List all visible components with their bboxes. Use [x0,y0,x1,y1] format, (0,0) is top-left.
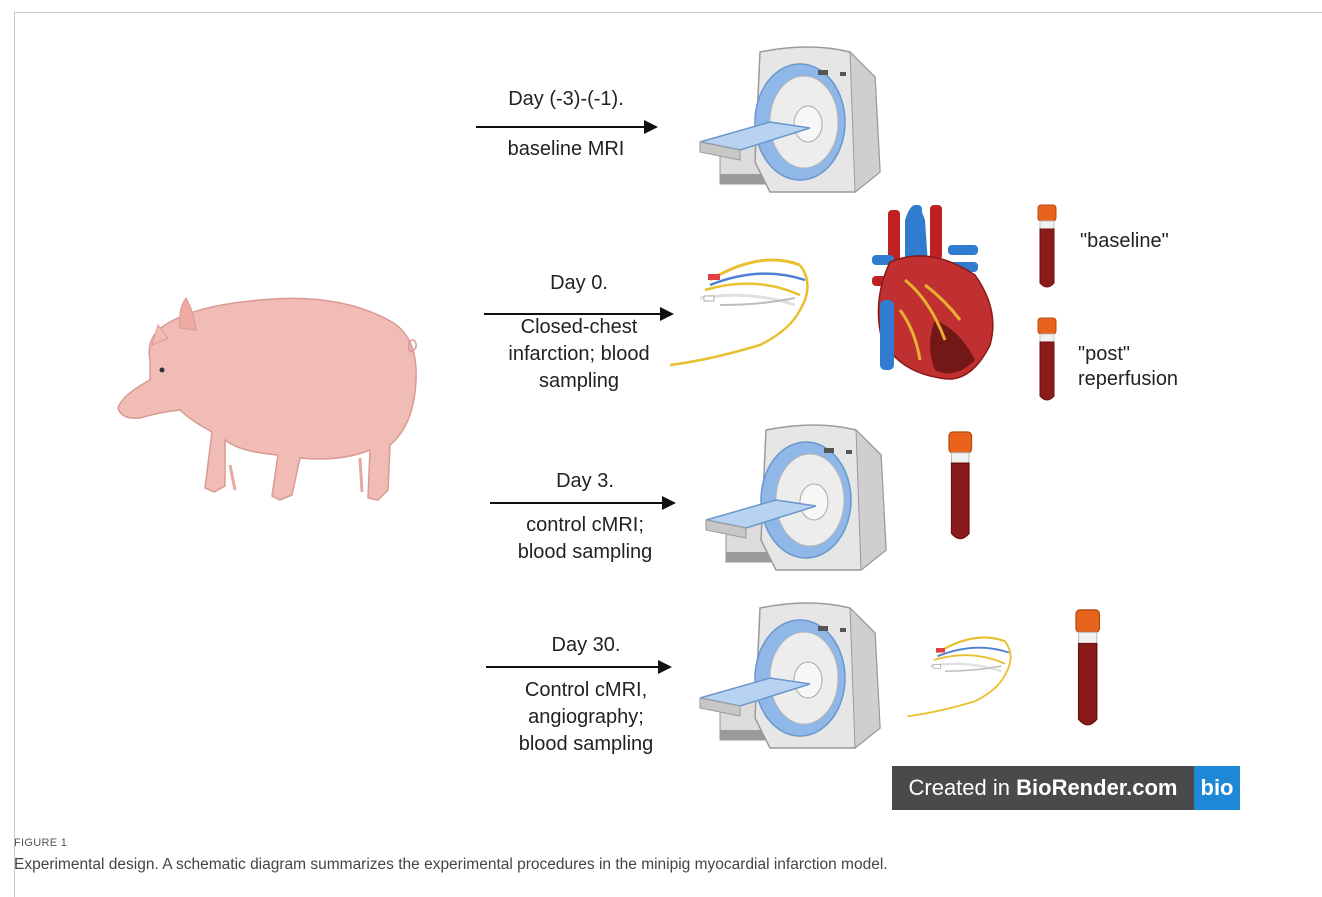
timeline-procedure-label: sampling [484,368,674,395]
baseline-sample-label: "baseline" [1080,228,1169,255]
biorender-badge: Created in BioRender.com bio [892,766,1240,810]
timeline-procedure-label: Control cMRI, [486,677,686,704]
blood-tube-icon [1076,610,1099,725]
timeline-procedure-label: Closed-chest [484,314,674,341]
timeline-procedure-label: control cMRI; [490,512,680,539]
timeline-procedure-label: blood sampling [490,539,680,566]
biorender-badge-text: Created in BioRender.com [892,775,1194,801]
timeline-procedure-label: angiography; [486,704,686,731]
post-sample-label: "post" [1078,341,1130,368]
timeline-procedure-label: blood sampling [486,731,686,758]
timeline-day-label: Day (-3)-(-1). [476,86,656,113]
timeline-arrow [486,666,668,668]
mri-scanner-icon [706,425,886,570]
blood-tube-icon [1038,318,1056,400]
timeline-day-label: Day 30. [486,632,686,659]
reperfusion-sample-label: reperfusion [1078,366,1178,393]
catheter-icon [670,260,808,365]
timeline-day-label: Day 0. [484,270,674,297]
blood-tube-icon [949,432,972,539]
mri-scanner-icon [700,47,880,192]
heart-icon [872,205,993,379]
timeline-arrow [476,126,654,128]
timeline-day-label: Day 3. [490,468,680,495]
figure-caption: Experimental design. A schematic diagram… [14,856,888,874]
figure-label: FIGURE 1 [14,837,67,849]
timeline-procedure-label: baseline MRI [476,136,656,163]
blood-tube-icon [1038,205,1056,287]
mri-scanner-icon [700,603,880,748]
timeline-arrow [490,502,672,504]
pig-icon [118,298,416,500]
catheter-icon [908,638,1011,717]
timeline-procedure-label: infarction; blood [484,341,674,368]
biorender-logo-icon: bio [1194,766,1240,810]
